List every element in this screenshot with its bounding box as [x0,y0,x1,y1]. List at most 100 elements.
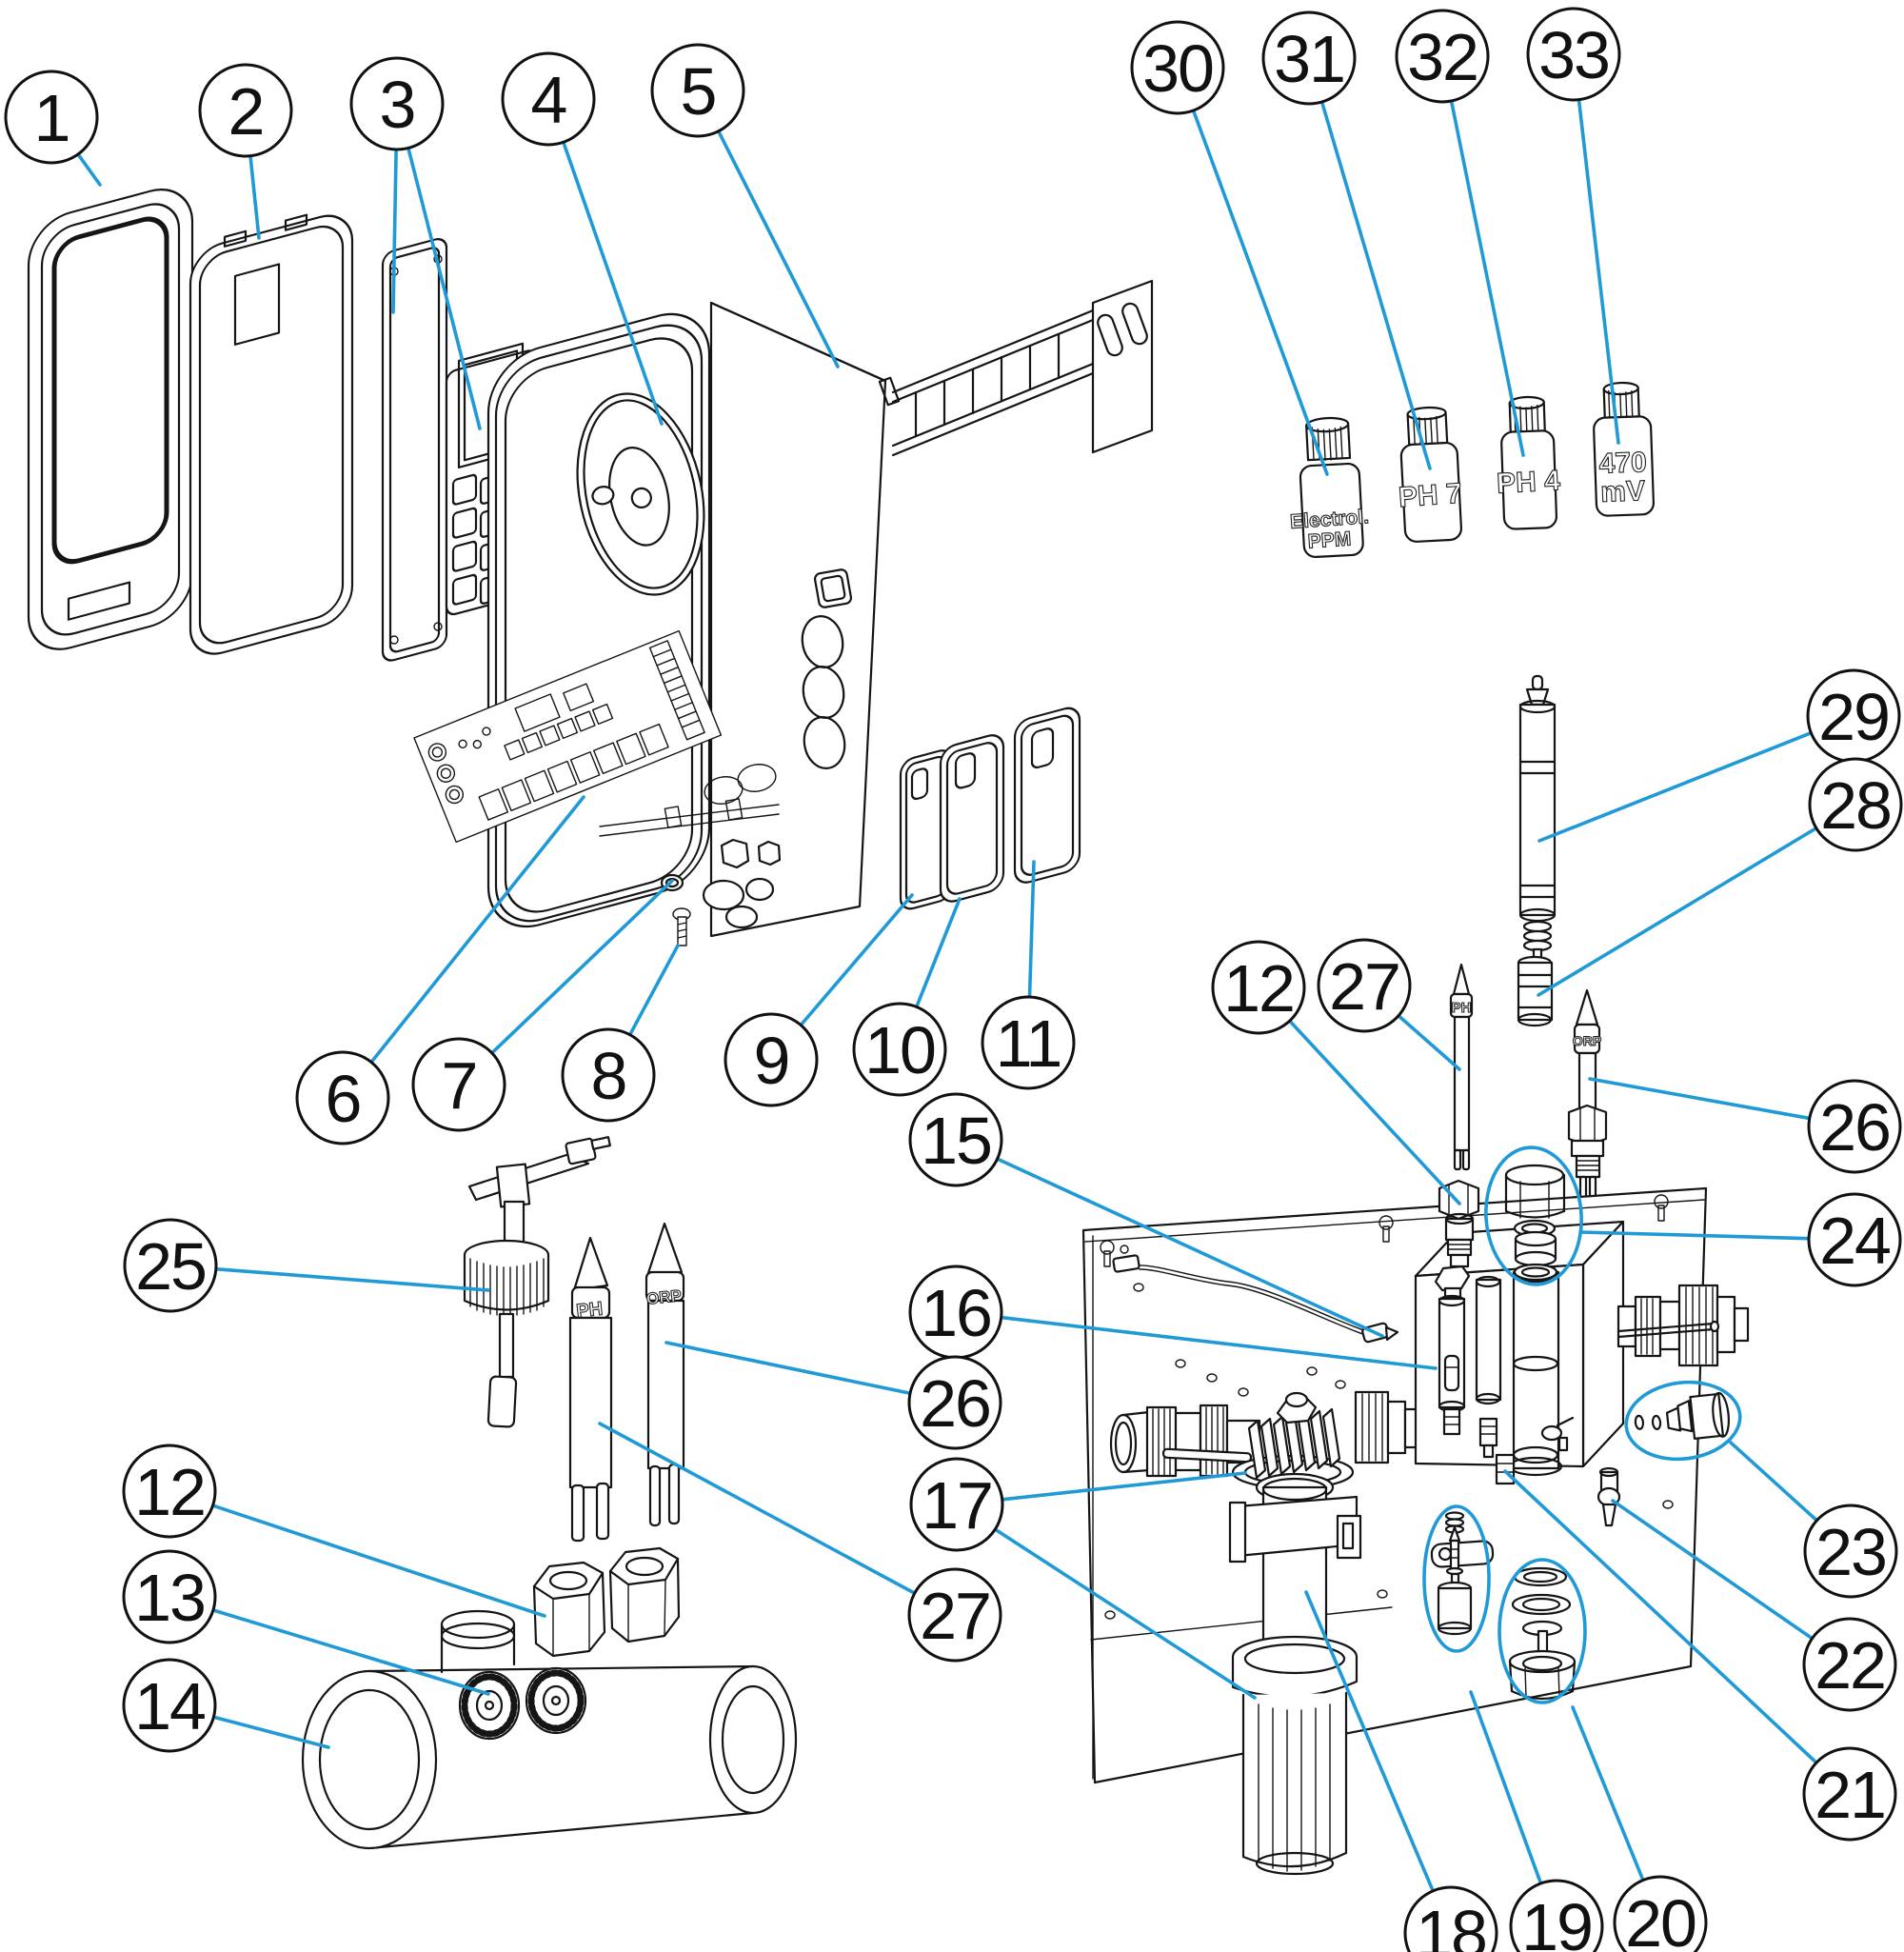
callout-number-c21: 21 [1815,1758,1885,1832]
callout-circle-c17 [909,1457,1004,1552]
probe-gland-12 [1438,1179,1480,1268]
callout-c5: 5 [650,43,745,138]
callout-c4: 4 [501,51,596,147]
callout-number-c3: 3 [380,68,415,142]
enclosure-side-wall [709,301,887,938]
part-main-pcb [413,629,723,844]
callout-circle-c26L [907,1355,1002,1450]
panel-screw-holes [1104,1265,1674,1620]
callout-circle-c27L [907,1567,1002,1663]
callout-number-c13: 13 [134,1561,205,1635]
part-transformer-torus [576,392,705,596]
leader-c26R-0 [1588,1077,1811,1121]
callout-c1: 1 [4,70,99,165]
callout-number-c26R: 26 [1819,1090,1890,1165]
callout-c24: 24 [1807,1192,1902,1287]
callout-c12R: 12 [1211,940,1306,1035]
callout-c26L: 26 [907,1355,1002,1450]
part-display-frame [381,237,448,662]
leader-c13-0 [212,1608,490,1696]
leader-c18-0 [1304,1590,1435,1892]
leader-c28-0 [1537,827,1817,997]
drain-elbow-22 [1597,1466,1621,1527]
callout-c12L: 12 [122,1444,217,1539]
callout-c15: 15 [908,1092,1003,1187]
enclosure-front-rim [486,312,711,928]
leader-c31-0 [1320,101,1432,470]
callout-c7: 7 [411,1037,506,1132]
callout-number-c6: 6 [326,1062,361,1136]
callout-number-c24: 24 [1819,1204,1890,1278]
callout-c11: 11 [981,995,1076,1090]
leader-c33-0 [1577,98,1620,445]
callout-c9: 9 [724,1012,819,1107]
callout-circle-c31 [1261,10,1357,106]
callout-c25: 25 [123,1218,218,1313]
callout-c8: 8 [561,1027,656,1123]
callout-circle-c2 [198,63,293,158]
callout-circle-c10 [852,1002,947,1097]
mounting-rail [878,279,1154,457]
callout-number-c10: 10 [864,1013,935,1087]
callout-number-c19: 19 [1521,1890,1592,1952]
callout-c18: 18 [1403,1885,1498,1952]
panel-keyholes [1100,1194,1669,1267]
callout-circle-c11 [981,995,1076,1090]
callout-number-c4: 4 [531,63,566,137]
leader-c10-0 [915,897,962,1008]
callout-circle-c26R [1807,1079,1902,1174]
callout-c16: 16 [908,1265,1003,1360]
needle-valve-19 [1430,1511,1495,1636]
callout-circle-c3 [349,56,445,151]
callout-c23: 23 [1803,1504,1898,1599]
leader-c16-0 [1000,1315,1438,1370]
leader-c24-0 [1578,1230,1810,1241]
label-bottle32: PH 4 [1496,465,1561,499]
label-probe-ph-right: PH [1452,1000,1472,1016]
part-screw [672,907,691,946]
callout-number-c22: 22 [1815,1628,1885,1703]
bottle-470mv [1593,381,1656,517]
callout-circle-c22 [1802,1617,1897,1712]
callout-circle-c18 [1403,1885,1498,1952]
callout-c10: 10 [852,1002,947,1097]
callout-circle-c27R [1317,938,1412,1033]
highlight-h19 [1422,1504,1491,1653]
callout-c32: 32 [1395,9,1490,104]
leader-c20-0 [1571,1705,1645,1882]
label-bottle30-line2: PPM [1307,528,1352,552]
callout-c3: 3 [349,56,445,151]
callout-c28: 28 [1808,757,1903,852]
callout-circle-c30 [1130,20,1225,115]
callout-number-c18: 18 [1416,1897,1486,1952]
callout-c19: 19 [1509,1879,1604,1952]
leader-c32-0 [1449,100,1525,457]
callout-c14: 14 [122,1658,217,1753]
leader-c2-0 [248,154,261,240]
callout-c33: 33 [1526,7,1621,102]
leader-c14-0 [212,1715,330,1749]
leader-c15-0 [996,1157,1384,1338]
leader-c8-0 [628,944,680,1036]
callout-circle-c32 [1395,9,1490,104]
leader-c7-0 [490,879,674,1054]
probe-ph-right [1449,963,1474,1171]
callout-circle-c15 [908,1092,1003,1187]
leader-c4-0 [562,141,664,426]
callout-circle-c12R [1211,940,1306,1035]
leader-c5-0 [717,129,840,368]
sample-fitting-23 [1634,1391,1730,1440]
callout-number-c5: 5 [681,54,716,129]
bottle-electrolysis-ppm [1299,416,1364,559]
enclosure-cable-glands [702,838,782,929]
sensor-cable-15 [1112,1245,1399,1344]
leader-c21-0 [1503,1469,1818,1764]
callout-circle-c5 [650,43,745,138]
callout-c27R: 27 [1317,938,1412,1033]
callout-circle-c23 [1803,1504,1898,1599]
callout-c26R: 26 [1807,1079,1902,1174]
callout-c22: 22 [1802,1617,1897,1712]
callout-circle-c14 [122,1658,217,1753]
callout-circle-c33 [1526,7,1621,102]
